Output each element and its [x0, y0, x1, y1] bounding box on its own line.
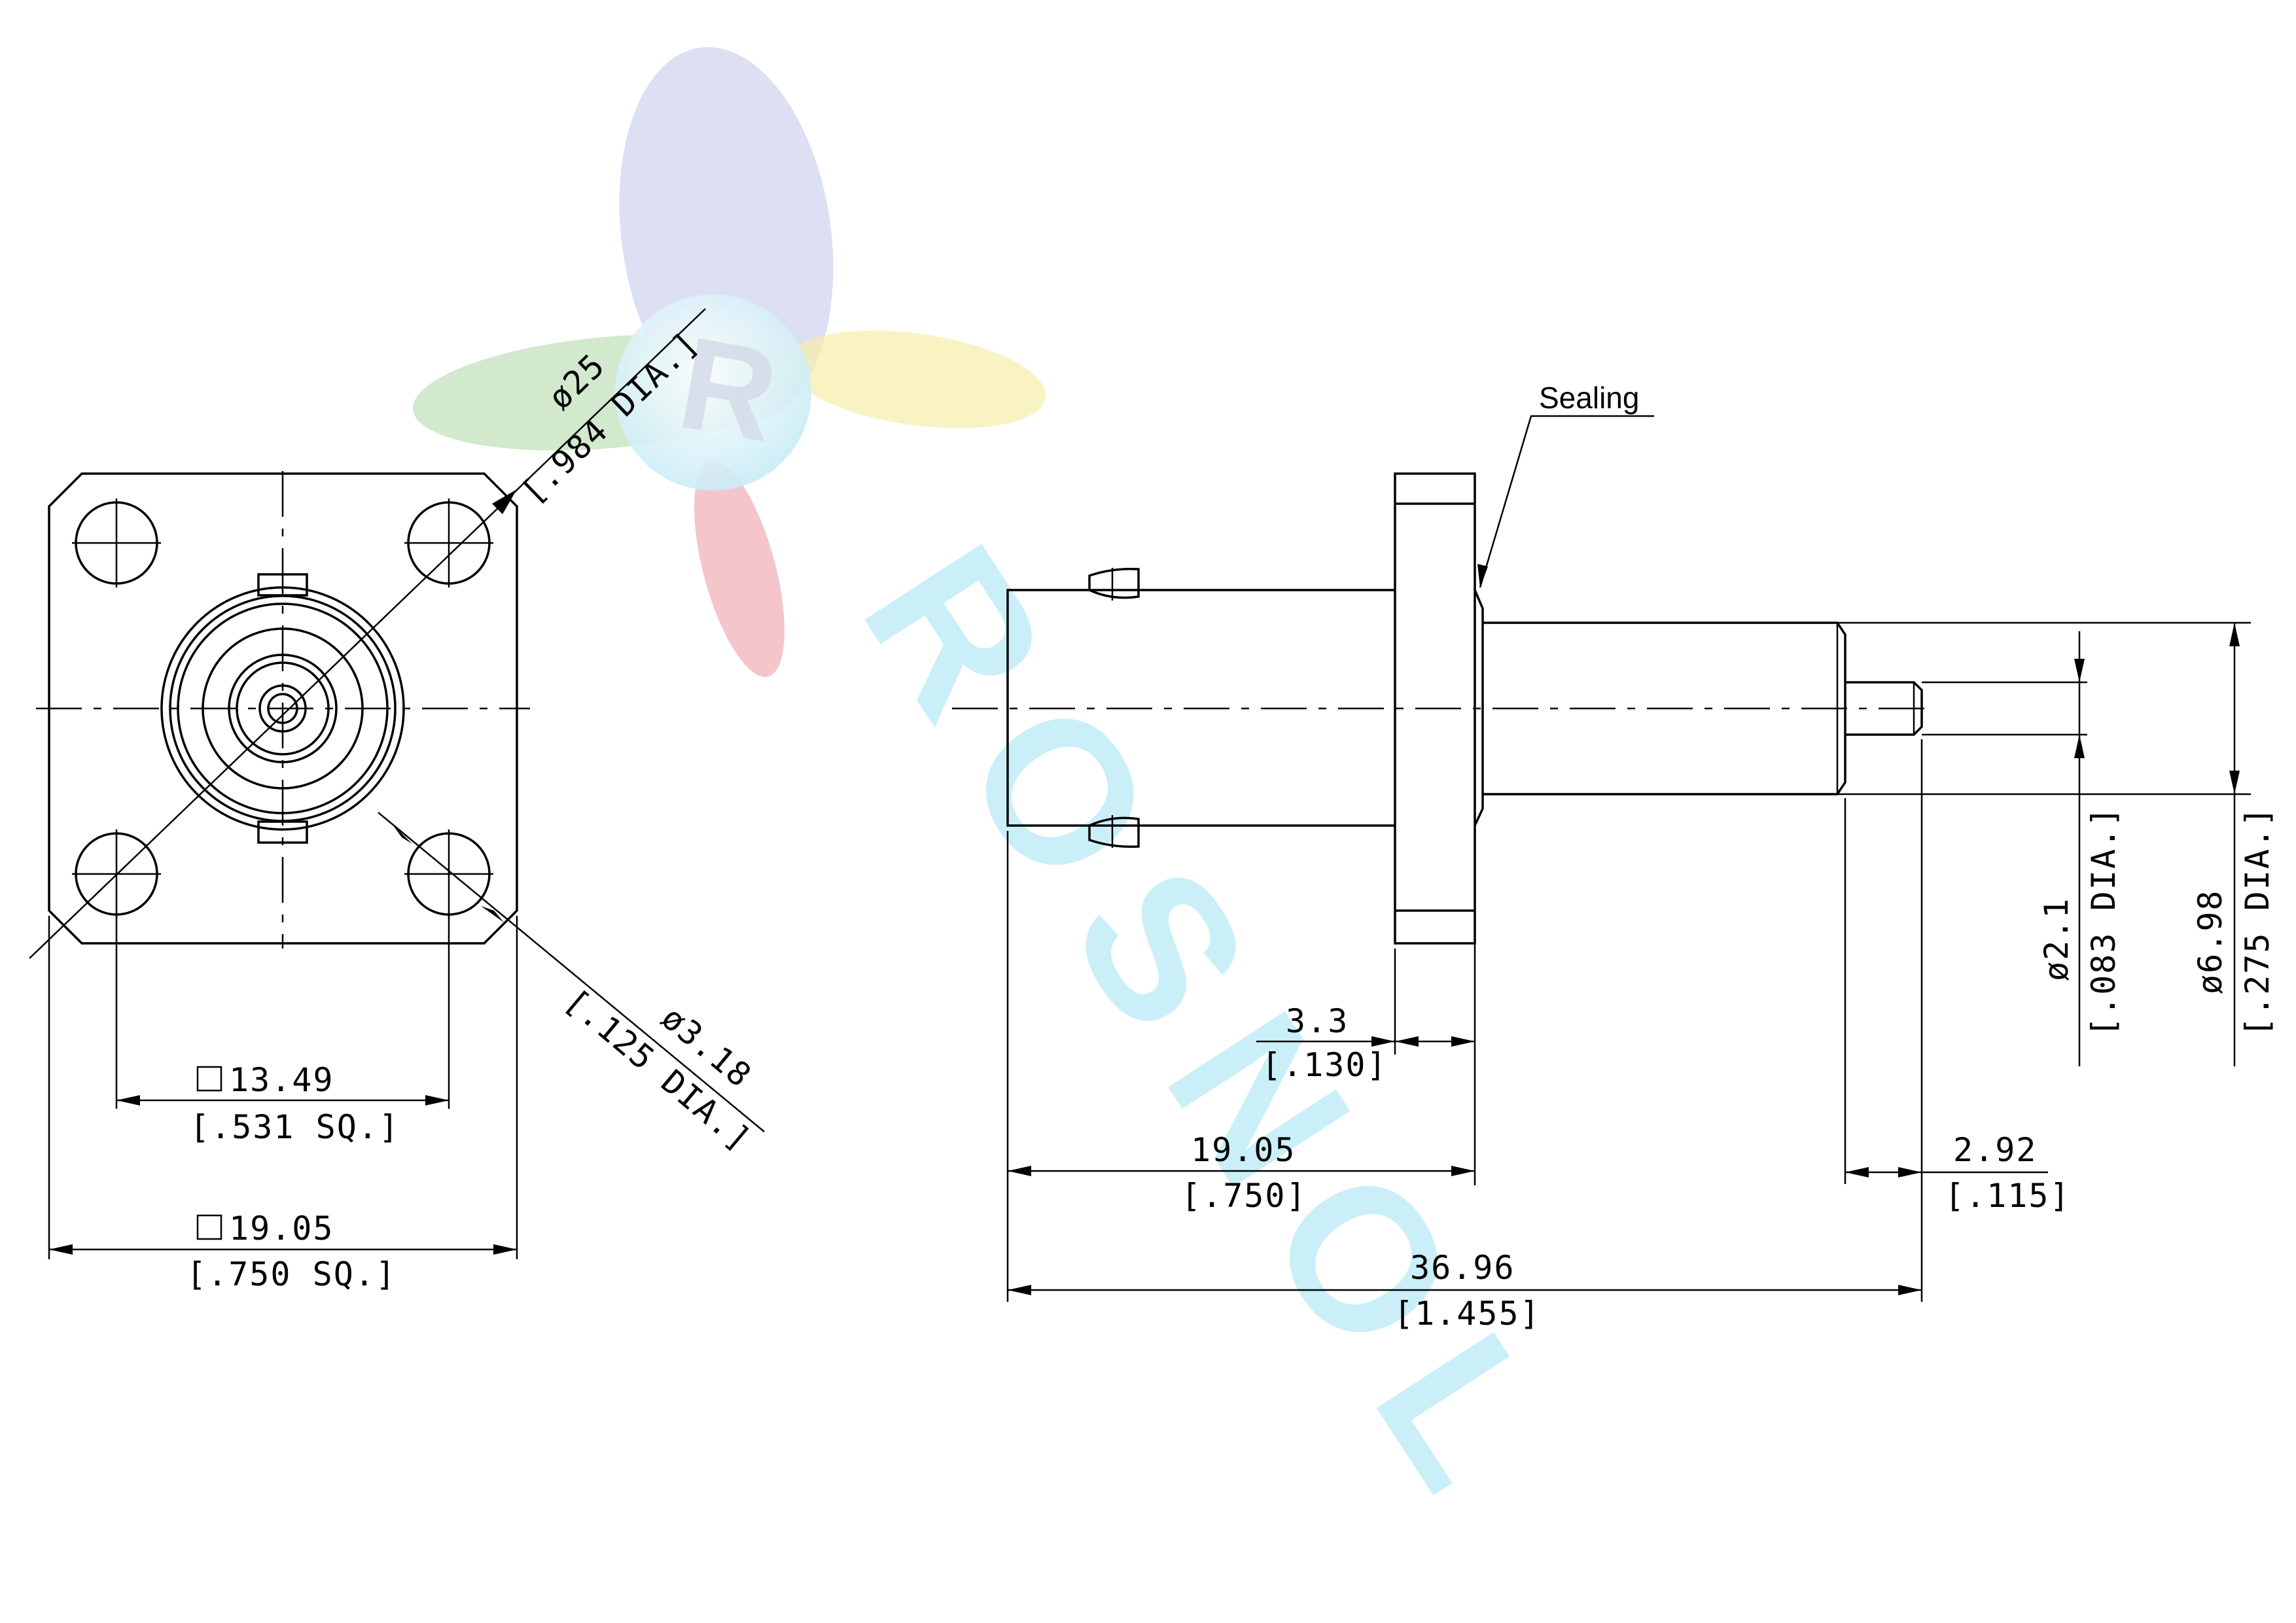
pin-length-metric: 2.92 [1953, 1131, 2037, 1169]
mounting-hole [404, 498, 493, 587]
pin-length-imperial: [.115] [1945, 1177, 2071, 1215]
mounting-hole [404, 829, 493, 918]
flange-thickness-metric: 3.3 [1286, 1002, 1349, 1040]
body-length-metric: 19.05 [1191, 1131, 1296, 1169]
side-view: Sealing 3.3 [.130] 19.05 [.750] 36.96 [1… [952, 381, 2276, 1333]
watermark-logo: R [413, 46, 1046, 677]
pin-diameter-imperial: [.083 DIA.] [2085, 806, 2123, 1037]
pin-diameter-metric: ø2.1 [2038, 898, 2075, 981]
flange-thickness-imperial: [.130] [1262, 1046, 1388, 1084]
bayonet-pin [1088, 567, 1140, 599]
watermark-brand-text: ROSNOL [821, 508, 1612, 1557]
connector-body [160, 586, 405, 831]
center-pin [1845, 681, 1923, 736]
barrel [1483, 621, 1846, 795]
flange-size-metric: 19.05 [229, 1210, 334, 1248]
connector-body-side [1006, 589, 1395, 827]
sealing-ring [1474, 589, 1484, 826]
mounting-hole [72, 498, 161, 587]
overall-length-imperial: [1.455] [1394, 1295, 1541, 1333]
flange-outline [48, 472, 518, 945]
barrel-diameter-imperial: [.275 DIA.] [2238, 806, 2276, 1037]
hole-spacing-metric: 13.49 [229, 1061, 334, 1099]
body-length-imperial: [.750] [1181, 1177, 1307, 1215]
bayonet-pin [1088, 816, 1140, 848]
flange-size-imperial: [.750 SQ.] [186, 1255, 397, 1293]
barrel-diameter-metric: ø6.98 [2191, 889, 2229, 994]
sealing-label: Sealing [1539, 381, 1639, 415]
overall-length-metric: 36.96 [1410, 1249, 1515, 1287]
flange-side [1394, 472, 1476, 945]
hole-spacing-imperial: [.531 SQ.] [190, 1108, 400, 1146]
